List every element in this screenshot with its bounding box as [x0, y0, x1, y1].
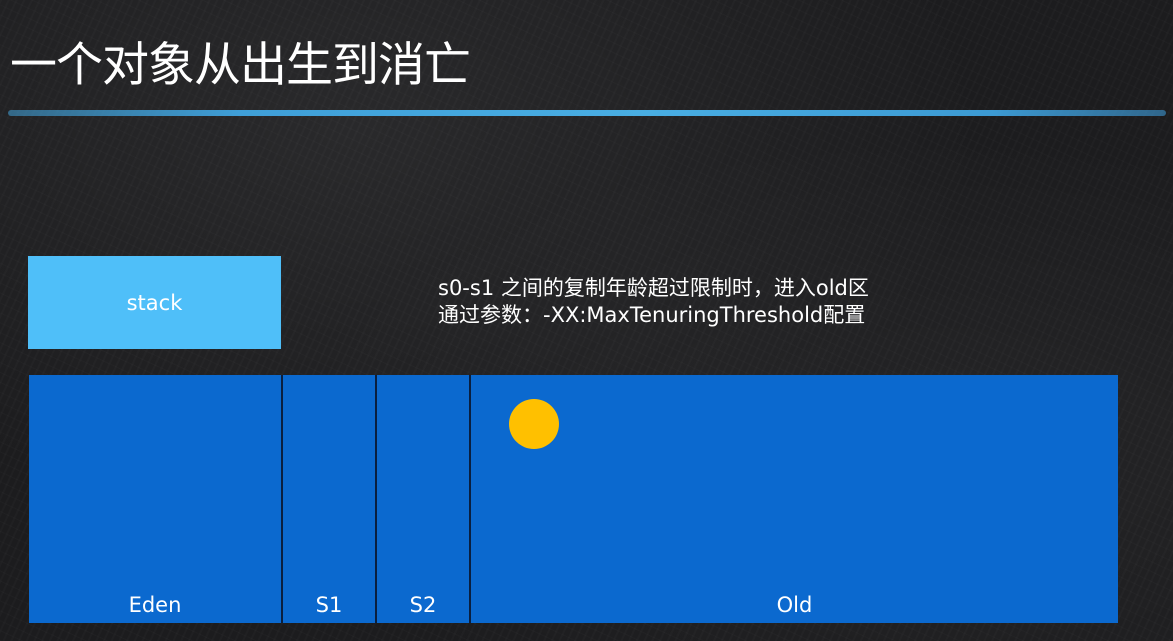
s2-label: S2	[409, 593, 437, 617]
object-circle	[509, 399, 559, 449]
old-label: Old	[776, 593, 813, 617]
stack-box: stack	[28, 256, 281, 349]
title-underline	[8, 110, 1166, 116]
tenuring-note-line-2: 通过参数：-XX:MaxTenuringThreshold配置	[438, 303, 866, 327]
s2-region: S2	[375, 375, 469, 623]
tenuring-note-line-1: s0-s1 之间的复制年龄超过限制时，进入old区	[438, 276, 869, 300]
old-region: Old	[469, 375, 1118, 623]
heap-diagram: Eden S1 S2 Old	[29, 375, 1118, 623]
slide-title: 一个对象从出生到消亡	[10, 38, 471, 93]
eden-region: Eden	[29, 375, 281, 623]
s1-label: S1	[315, 593, 343, 617]
eden-label: Eden	[128, 593, 182, 617]
stack-label: stack	[126, 290, 183, 315]
tenuring-note: s0-s1 之间的复制年龄超过限制时，进入old区 通过参数：-XX:MaxTe…	[438, 275, 869, 329]
s1-region: S1	[281, 375, 375, 623]
